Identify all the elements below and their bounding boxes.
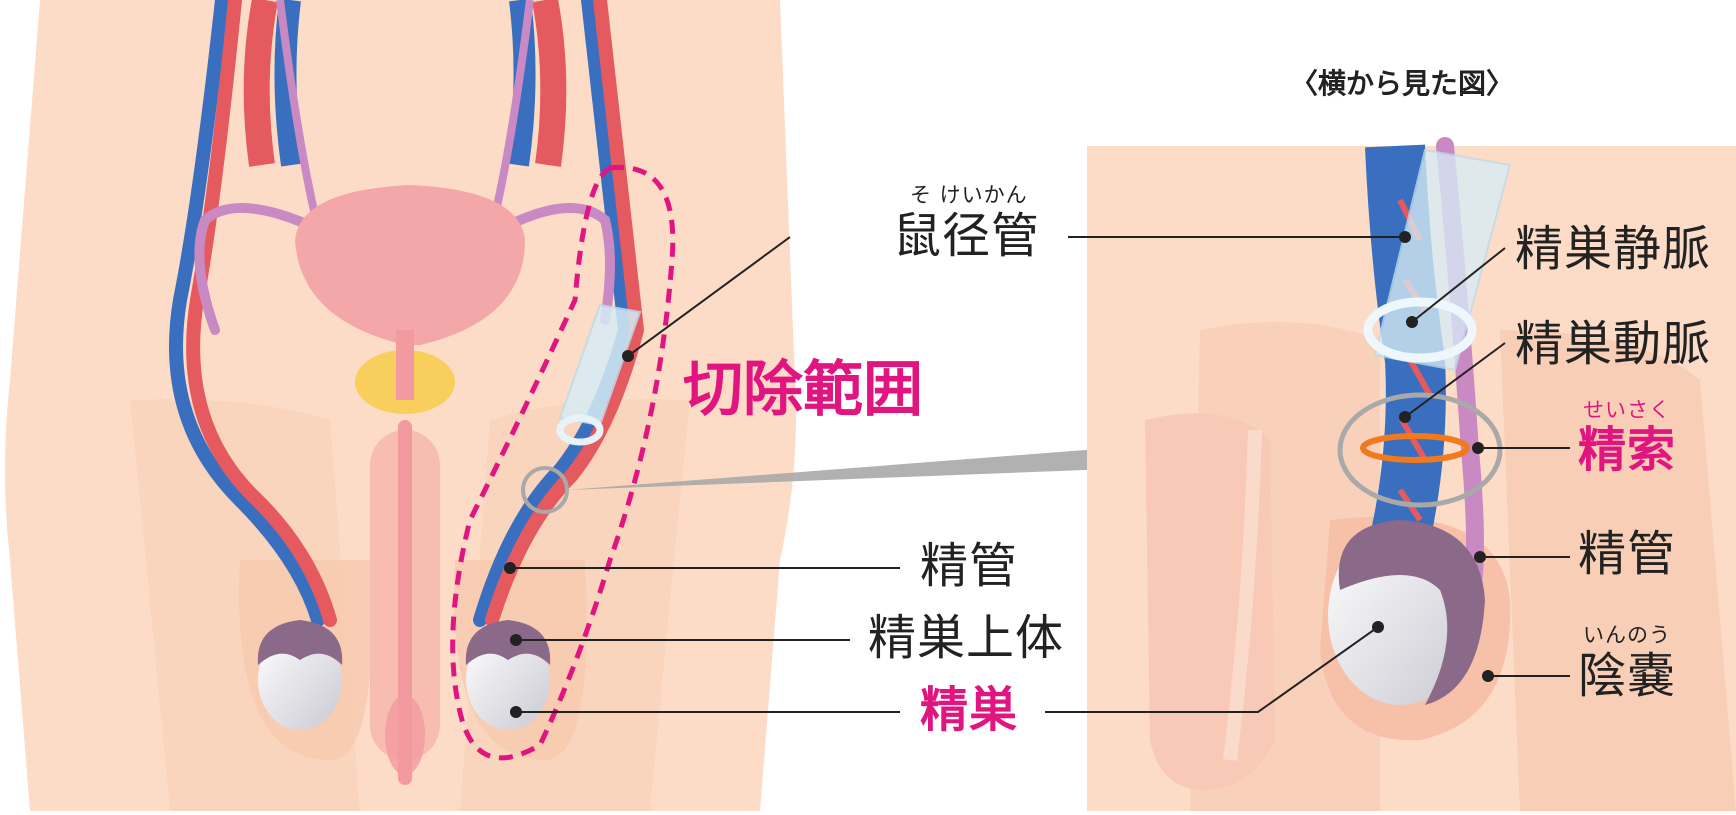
scrotum-label: 陰嚢 bbox=[1578, 652, 1676, 700]
dot-testicular-vein bbox=[1406, 316, 1418, 328]
side-view-title: 〈横から見た図〉 bbox=[1290, 70, 1514, 98]
testicular-artery-label: 精巣動脈 bbox=[1515, 320, 1711, 368]
scrotum-ruby: いんのう bbox=[1583, 625, 1671, 646]
excision-range-label: 切除範囲 bbox=[683, 360, 923, 420]
spermatic-cord-ruby: せいさく bbox=[1583, 400, 1671, 421]
inguinal-canal-ruby: そ けいかん bbox=[910, 185, 1028, 206]
front-view bbox=[5, 0, 796, 811]
front-left-iliac-artery bbox=[257, 0, 265, 165]
inguinal-canal-label: 鼠径管 bbox=[893, 212, 1040, 260]
epididymis-label: 精巣上体 bbox=[868, 614, 1064, 662]
dot-testis-side bbox=[1372, 621, 1384, 633]
front-glans bbox=[385, 695, 425, 775]
dot-epididymis bbox=[510, 634, 522, 646]
spermatic-cord-label: 精索 bbox=[1578, 426, 1676, 474]
dot-testis-front bbox=[510, 706, 522, 718]
vas-deferens-front-label: 精管 bbox=[920, 542, 1018, 590]
front-right-iliac-artery bbox=[545, 0, 553, 165]
dot-vas-front bbox=[504, 562, 516, 574]
dot-inguinal-side bbox=[1399, 231, 1411, 243]
dot-spermatic-cord bbox=[1472, 442, 1484, 454]
dot-scrotum bbox=[1482, 670, 1494, 682]
vas-deferens-side-label: 精管 bbox=[1578, 530, 1676, 578]
dot-testicular-artery bbox=[1399, 411, 1411, 423]
testicular-vein-label: 精巣静脈 bbox=[1515, 225, 1711, 273]
front-bladder-neck bbox=[396, 330, 414, 400]
dot-inguinal-front bbox=[622, 350, 634, 362]
dot-vas-side bbox=[1474, 551, 1486, 563]
testis-label: 精巣 bbox=[920, 686, 1018, 734]
